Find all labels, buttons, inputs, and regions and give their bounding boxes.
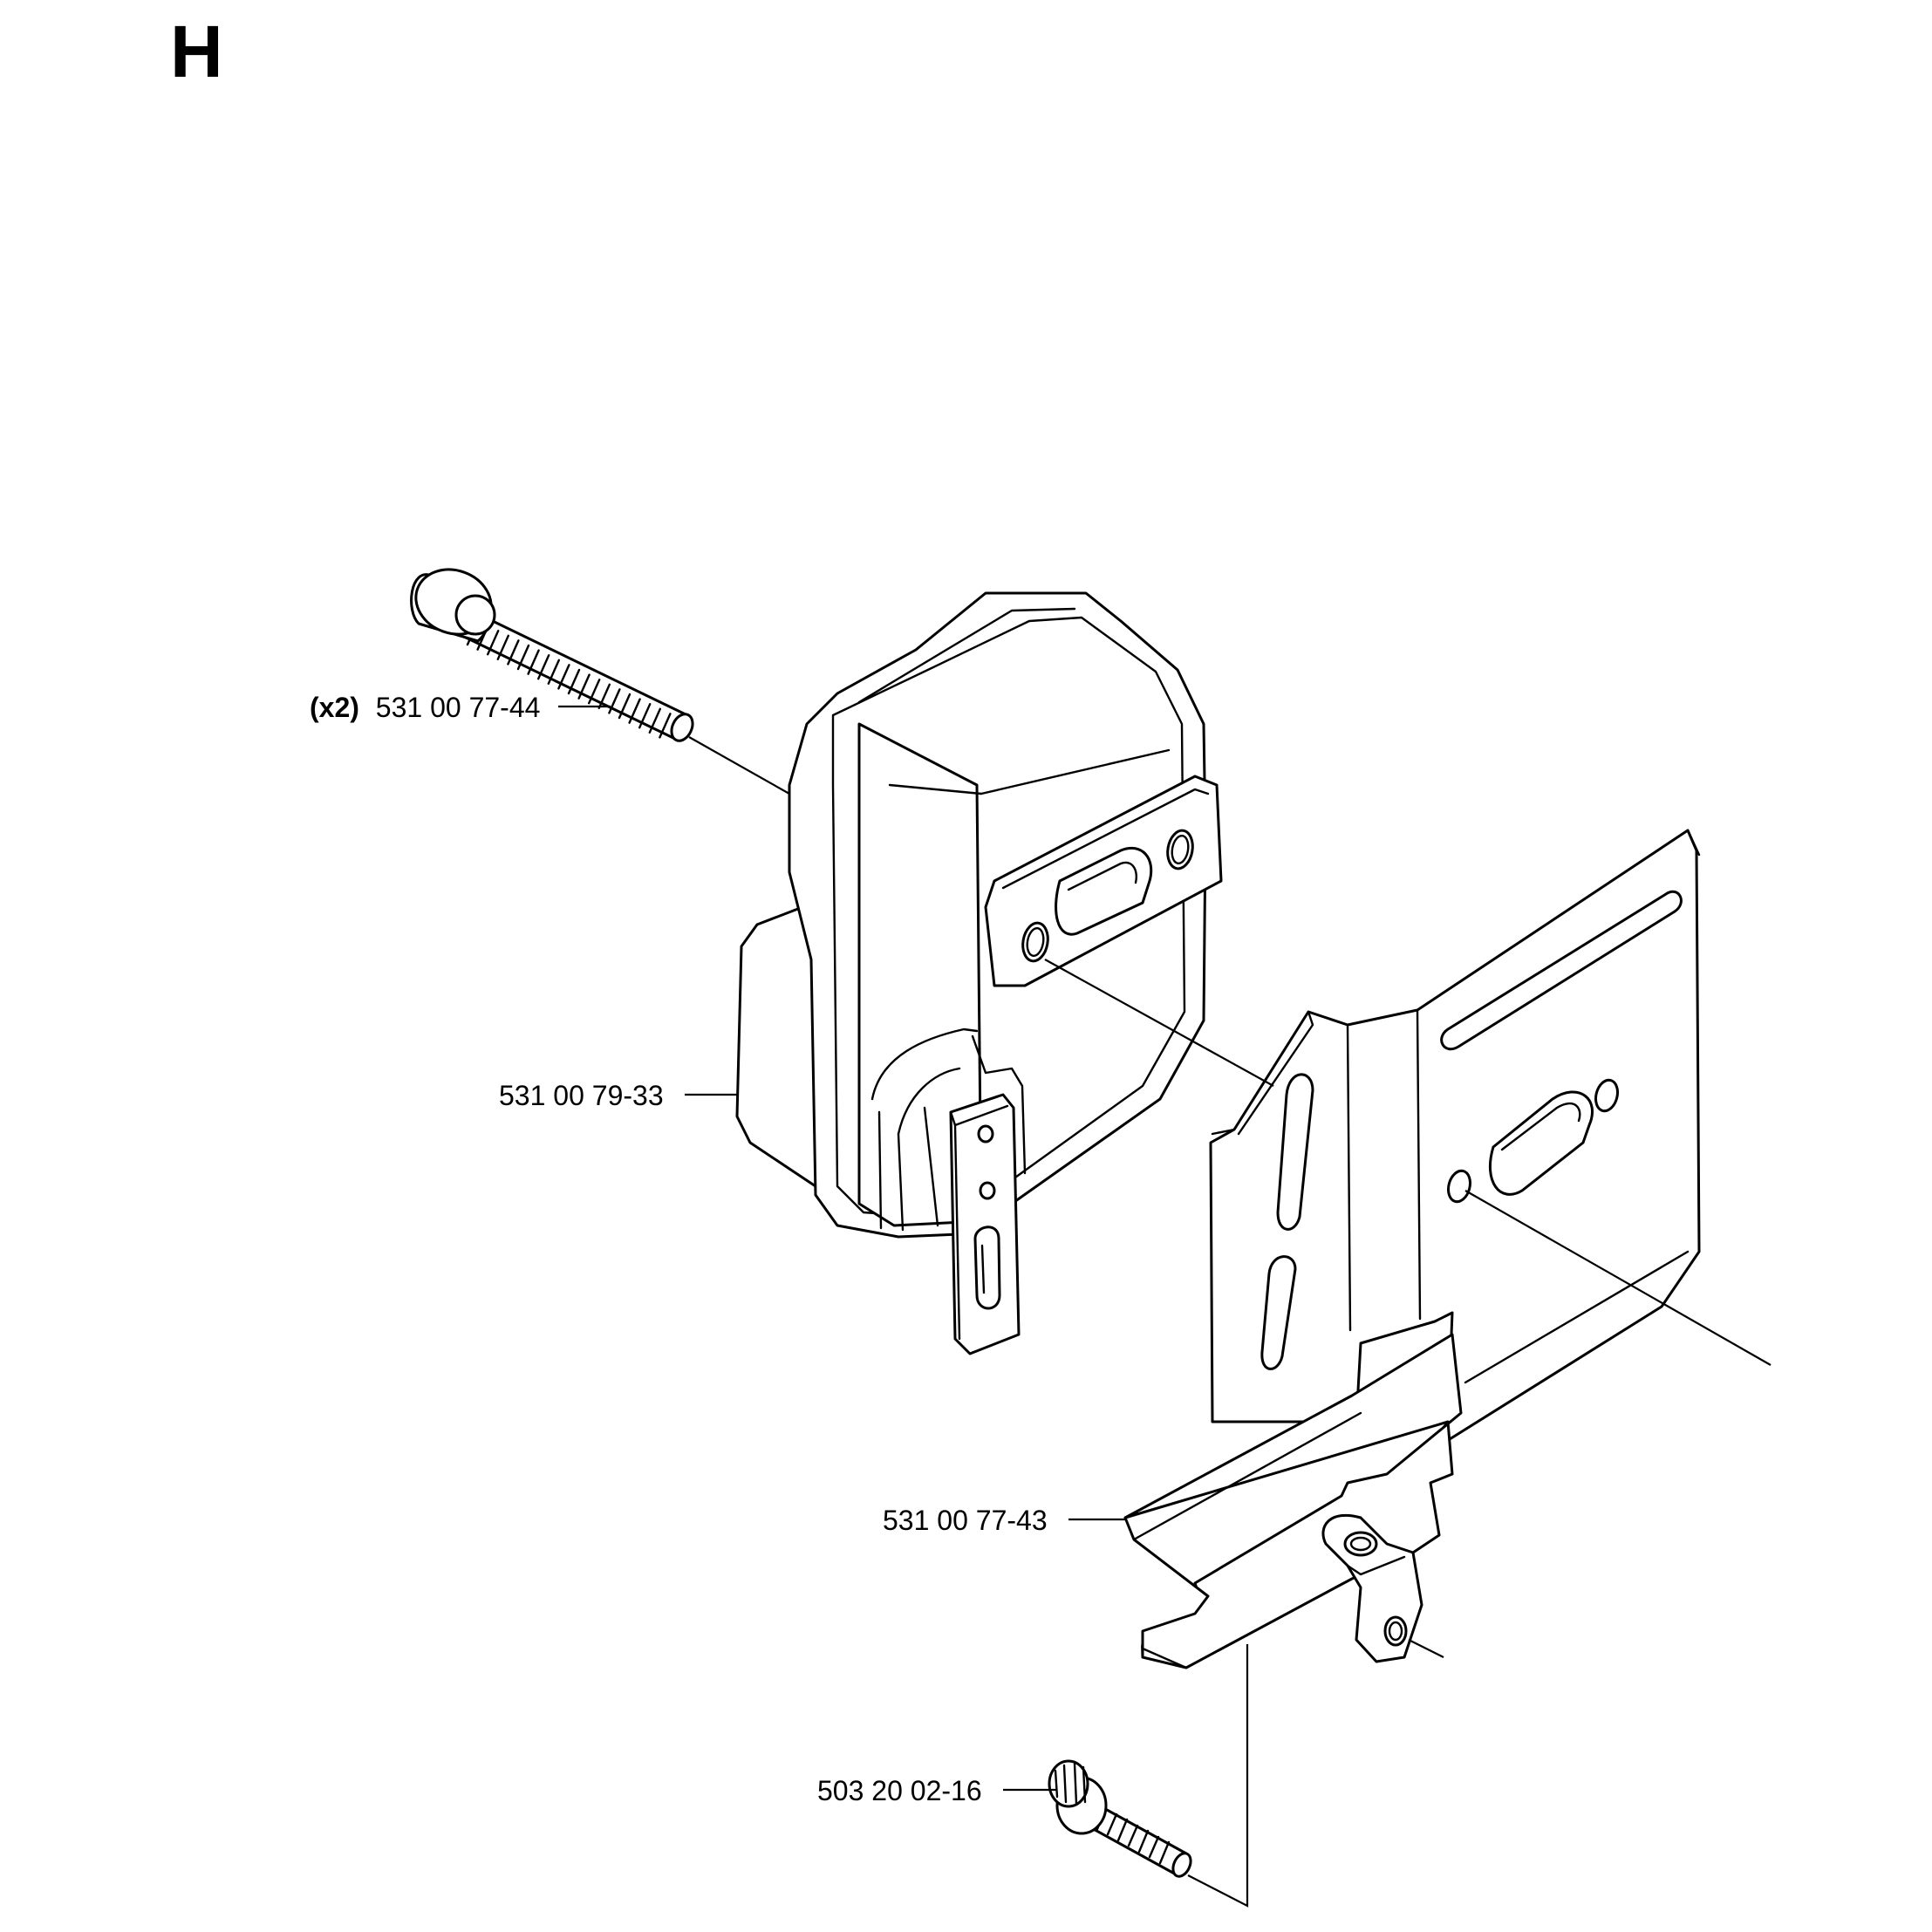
bolt-thread: [638, 703, 652, 729]
short-screw-illustration: [1048, 1759, 1192, 1878]
muffler-illustration: [735, 591, 1223, 1355]
bolt-thread: [608, 688, 621, 714]
long-bolt-illustration: [410, 568, 694, 742]
part-number: 503 20 02-16: [817, 1775, 982, 1806]
part-label-screw-short: 503 20 02-16: [817, 1775, 982, 1806]
part-label-muffler: 531 00 79-33: [499, 1080, 664, 1111]
bolt-thread: [618, 693, 631, 720]
part-number: 531 00 77-44: [376, 692, 541, 723]
part-number: 531 00 79-33: [499, 1080, 664, 1111]
bolt-thread: [547, 659, 560, 685]
bolt-thread: [659, 713, 672, 739]
bolt-thread: [567, 668, 581, 695]
bolt-thread: [537, 654, 550, 680]
bolt-thread: [496, 634, 509, 660]
bolt-thread: [577, 673, 591, 700]
section-letter: H: [170, 10, 223, 92]
bolt-thread: [516, 644, 530, 671]
part-label-heat-shield: 531 00 77-43: [883, 1505, 1048, 1536]
bolt-thread: [648, 707, 661, 734]
svg-text:(x2) 531 00 77-44: (x2) 531 00 77-44: [310, 692, 540, 723]
bolt-thread: [597, 683, 611, 709]
bolt-thread: [487, 630, 500, 656]
leader-lines: [558, 705, 1772, 1908]
part-qty: (x2): [310, 692, 359, 723]
heat-shield-illustration: [1123, 829, 1701, 1669]
part-label-bolt-long: (x2) 531 00 77-44: [310, 692, 540, 723]
bolt-thread: [628, 698, 641, 724]
bolt-thread: [507, 639, 520, 666]
part-number: 531 00 77-43: [883, 1505, 1048, 1536]
bolt-thread: [527, 649, 540, 675]
bolt-thread: [557, 664, 570, 690]
bolt-thread: [588, 679, 601, 705]
